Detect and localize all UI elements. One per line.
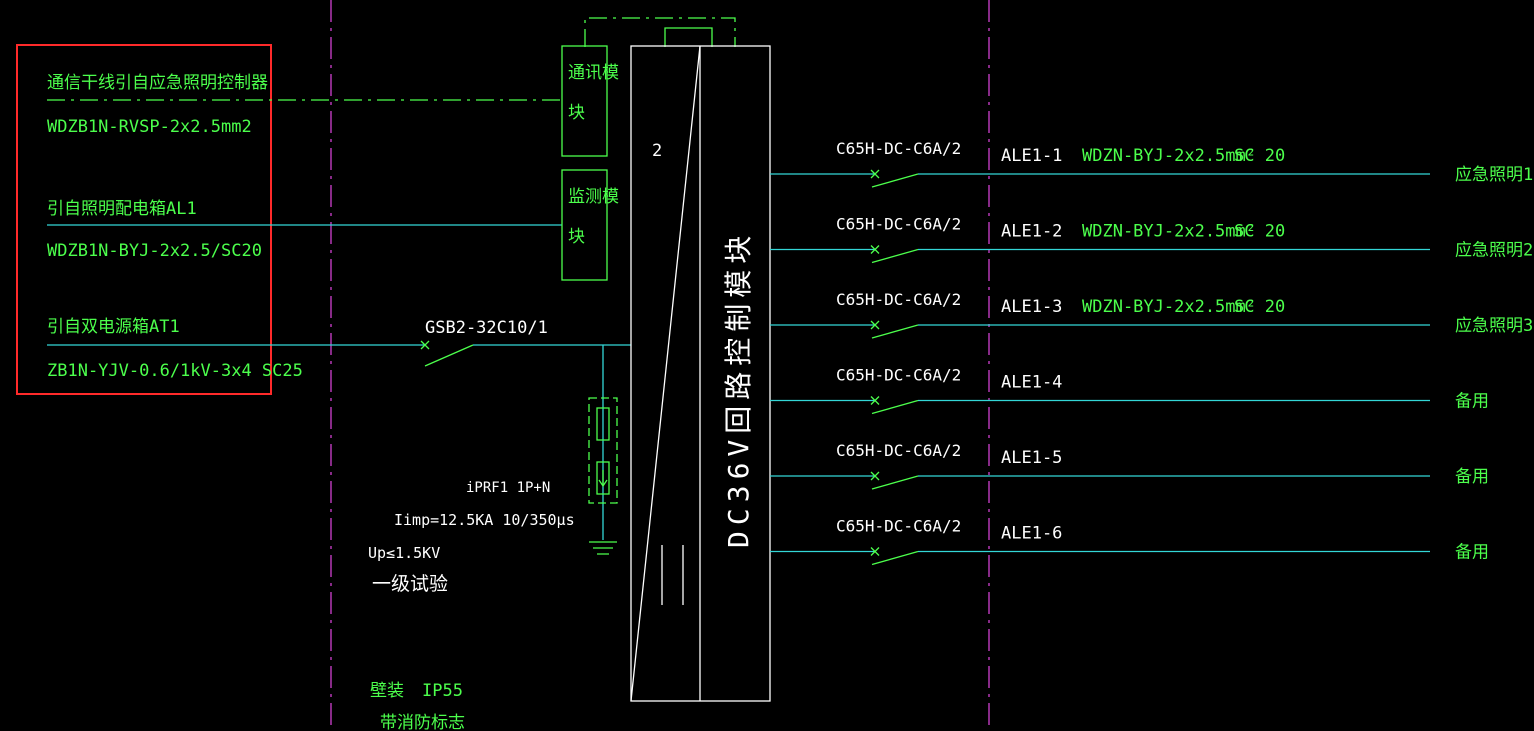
ground-icon [589,541,617,555]
circuit-breaker-contact [871,248,919,264]
panel-interconnect-line [664,27,713,47]
circuit-cable: WDZN-BYJ-2x2.5mm² [1082,222,1256,242]
converter-ac-mark: 2 [652,141,662,161]
control-module-label: DC36V回路控制模块 [722,230,755,548]
circuit-id: ALE1-4 [1001,373,1062,393]
circuit-breaker-label: C65H-DC-C6A/2 [836,517,961,536]
circuit-load: 应急照明3 [1455,316,1533,336]
module-interconnect-line [584,17,736,47]
spd-impulse: Iimp=12.5KA 10/350μs [394,511,575,529]
main-breaker-label: GSB2-32C10/1 [425,318,548,338]
comm-module-label-2: 块 [568,103,585,123]
spd-fuse-icon [596,407,610,441]
circuit-load: 应急照明2 [1455,241,1533,261]
spd-dashed-frame [588,397,618,504]
circuit-id: ALE1-1 [1001,146,1062,166]
circuit-breaker-contact [871,475,919,490]
monitor-module-label-2: 块 [568,227,585,247]
install-mount: 壁装 [370,681,404,701]
circuit-cable: WDZN-BYJ-2x2.5mm² [1082,297,1256,317]
circuit-load: 应急照明1 [1455,165,1533,185]
monitor-module-box[interactable] [561,169,608,281]
main-breaker-contact [424,344,474,367]
circuit-conduit: SC 20 [1234,146,1285,166]
circuit-breaker-label: C65H-DC-C6A/2 [836,290,961,309]
circuit-load: 备用 [1455,392,1489,412]
comm-module-box[interactable] [561,45,608,157]
breaker-cross-icon [420,340,430,350]
circuit-conduit: SC 20 [1234,222,1285,242]
spd-up: Up≤1.5KV [368,544,440,562]
highlight-box[interactable] [16,44,272,395]
circuit-breaker-contact [871,324,919,339]
dual-power-title: 引自双电源箱AT1 [47,317,180,337]
dual-power-cable: ZB1N-YJV-0.6/1kV-3x4 SC25 [47,361,303,381]
circuit-breaker-cross-icon [870,169,880,179]
lighting-panel-title: 引自照明配电箱AL1 [47,199,197,219]
circuit-cable: WDZN-BYJ-2x2.5mm² [1082,146,1256,166]
circuit-breaker-cross-icon [870,320,880,330]
comm-trunk-cable: WDZB1N-RVSP-2x2.5mm2 [47,117,252,137]
comm-module-label-1: 通讯模 [568,63,619,83]
install-note: 带消防标志 [380,713,465,731]
circuit-id: ALE1-2 [1001,222,1062,242]
circuit-breaker-label: C65H-DC-C6A/2 [836,139,961,158]
spd-model: iPRF1 1P+N [466,480,550,496]
circuit-breaker-cross-icon [870,547,880,556]
dc-mark-icon [661,545,684,605]
circuit-breaker-contact [871,173,919,188]
circuit-breaker-label: C65H-DC-C6A/2 [836,215,961,234]
circuit-conduit: SC 20 [1234,297,1285,317]
comm-trunk-title: 通信干线引自应急照明控制器 [47,73,268,93]
circuit-load: 备用 [1455,543,1489,563]
circuit-breaker-label: C65H-DC-C6A/2 [836,441,961,460]
circuit-id: ALE1-5 [1001,448,1062,468]
install-ip: IP55 [422,681,463,701]
spd-arrow-icon [598,470,608,488]
circuit-breaker-label: C65H-DC-C6A/2 [836,366,961,385]
circuit-breaker-cross-icon [870,471,880,481]
circuit-id: ALE1-6 [1001,524,1062,544]
circuit-breaker-cross-icon [870,245,880,254]
converter-diagonal [630,45,701,702]
monitor-module-label-1: 监测模 [568,187,619,207]
lighting-panel-cable: WDZB1N-BYJ-2x2.5/SC20 [47,241,262,261]
spd-grade: 一级试验 [372,573,448,595]
spd-arrester-icon [596,461,610,495]
circuit-breaker-contact [871,399,919,415]
circuit-load: 备用 [1455,467,1489,487]
circuit-breaker-contact [871,550,919,566]
circuit-id: ALE1-3 [1001,297,1062,317]
circuit-breaker-cross-icon [870,396,880,405]
